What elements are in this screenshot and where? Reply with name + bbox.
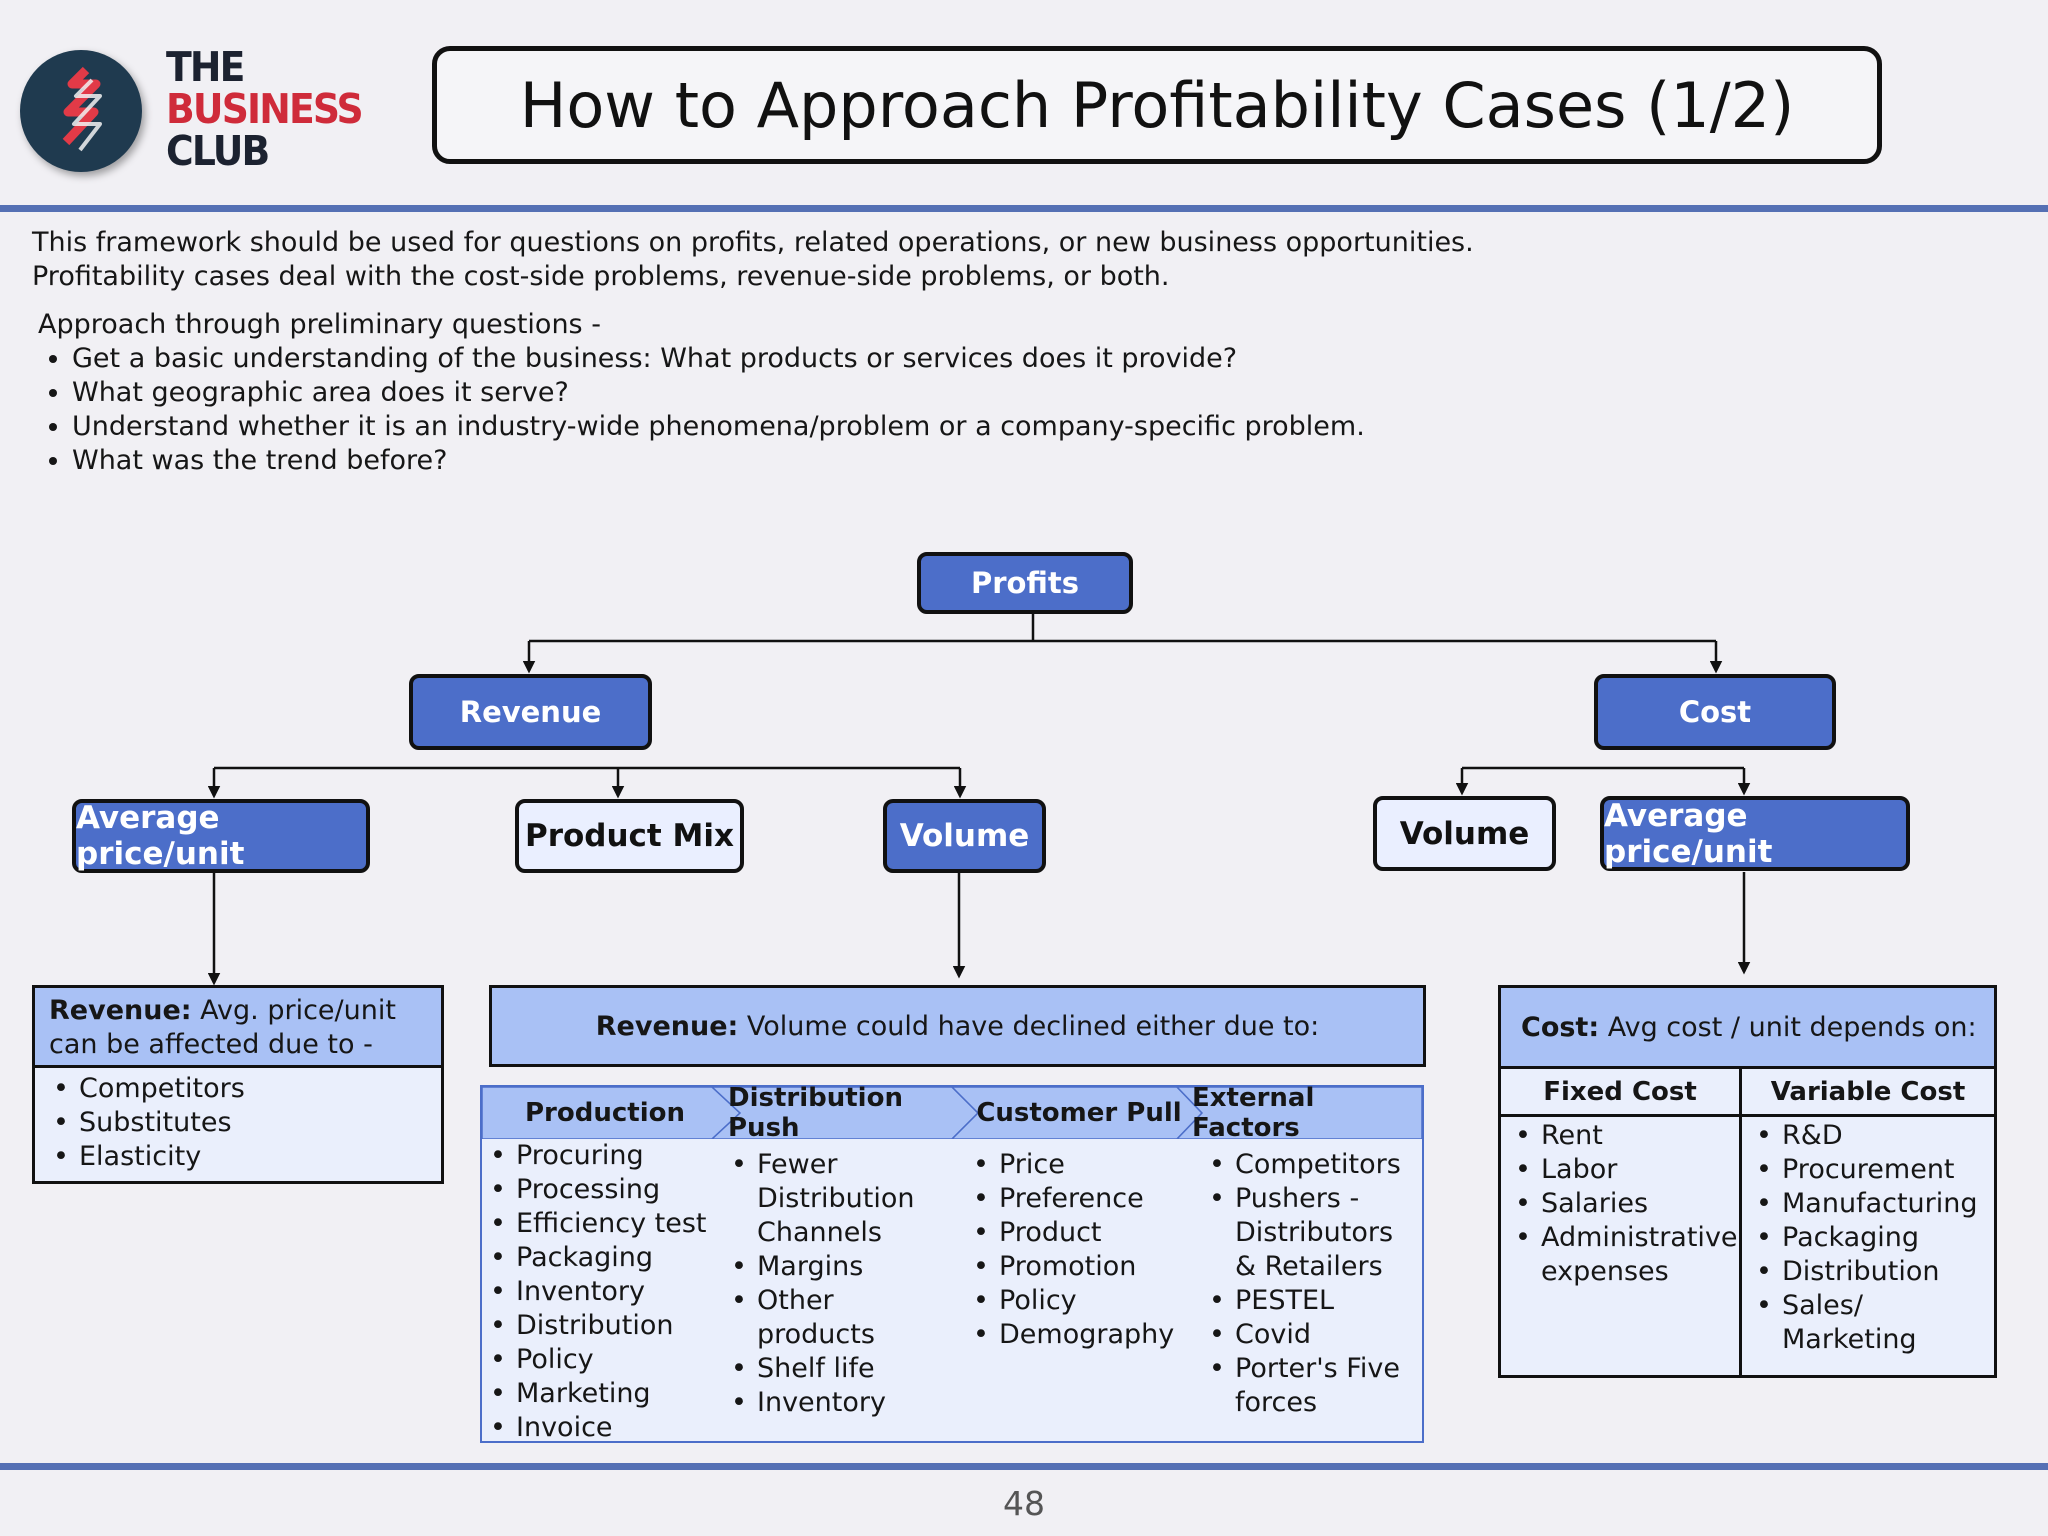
brand-wordmark: THE BUSINESS CLUB — [166, 43, 364, 175]
list-item: Promotion — [973, 1250, 1175, 1284]
approach-item: Get a basic understanding of the busines… — [72, 342, 1365, 376]
tab-customer-pull: Customer Pull — [976, 1098, 1182, 1128]
tab-external-factors: External Factors — [1192, 1083, 1315, 1143]
production-column: Procuring Processing Efficiency test Pac… — [482, 1139, 722, 1445]
volume-tabs: Production Distribution Push Customer Pu… — [482, 1083, 1422, 1143]
list-item: Preference — [973, 1182, 1175, 1216]
list-item: Procuring — [490, 1139, 722, 1173]
cost-divider — [1739, 1069, 1742, 1375]
list-item: Covid — [1209, 1318, 1421, 1352]
list-item: Packaging — [1756, 1221, 1994, 1255]
list-item: Shelf life — [731, 1352, 933, 1386]
list-item: Rent — [1515, 1119, 1737, 1153]
price-factors-panel: Revenue: Avg. price/unit can be affected… — [32, 985, 444, 1184]
variable-cost-header: Variable Cost — [1742, 1069, 1994, 1117]
list-item: Distribution — [490, 1309, 722, 1343]
list-item: Other products — [731, 1284, 933, 1352]
revenue-node: Revenue — [409, 674, 652, 750]
list-item: Competitors — [1209, 1148, 1421, 1182]
list-item: Invoice — [490, 1411, 722, 1445]
list-item: Labor — [1515, 1153, 1737, 1187]
list-item: Packaging — [490, 1241, 722, 1275]
cost-volume-node: Volume — [1373, 796, 1556, 871]
distribution-push-column: Fewer Distribution Channels Margins Othe… — [723, 1148, 933, 1420]
list-item: Demography — [973, 1318, 1175, 1352]
approach-item: What was the trend before? — [72, 444, 1365, 478]
approach-heading: Approach through preliminary questions - — [38, 309, 601, 340]
list-item: Inventory — [490, 1275, 722, 1309]
variable-cost-column: R&D Procurement Manufacturing Packaging … — [1742, 1119, 1994, 1357]
fixed-cost-header: Fixed Cost — [1501, 1069, 1739, 1117]
cost-panel-header: Cost: Avg cost / unit depends on: — [1501, 988, 1994, 1069]
list-item: R&D — [1756, 1119, 1994, 1153]
intro-line-2: Profitability cases deal with the cost-s… — [32, 261, 1170, 292]
tab-chevrons — [482, 1087, 1422, 1139]
approach-section: Approach through preliminary questions -… — [38, 308, 1365, 478]
list-item: PESTEL — [1209, 1284, 1421, 1318]
list-item: Pushers - Distributors & Retailers — [1209, 1182, 1421, 1284]
revenue-volume-node: Volume — [883, 799, 1046, 873]
list-item: Price — [973, 1148, 1175, 1182]
volume-panel-header: Revenue: Volume could have declined eith… — [489, 985, 1426, 1067]
list-item: Porter's Five forces — [1209, 1352, 1421, 1420]
brand-logo — [20, 50, 142, 172]
list-item: Sales/ Marketing — [1756, 1289, 1994, 1357]
fixed-cost-column: Rent Labor Salaries Administrative expen… — [1501, 1119, 1738, 1289]
list-item: Salaries — [1515, 1187, 1737, 1221]
list-item: Policy — [973, 1284, 1175, 1318]
price-panel-body: Competitors Substitutes Elasticity — [35, 1068, 441, 1181]
dollar-logo-icon — [62, 66, 102, 152]
title-box: How to Approach Profitability Cases (1/2… — [432, 46, 1882, 164]
list-item: Efficiency test — [490, 1207, 722, 1241]
intro-text: This framework should be used for questi… — [32, 226, 1474, 294]
intro-line-1: This framework should be used for questi… — [32, 227, 1474, 258]
external-factors-column: Competitors Pushers - Distributors & Ret… — [1201, 1148, 1421, 1420]
list-item: Elasticity — [53, 1140, 441, 1174]
cost-node: Cost — [1594, 674, 1836, 750]
tab-distribution-push: Distribution Push — [728, 1083, 903, 1143]
top-rule — [0, 205, 2048, 212]
approach-list: Get a basic understanding of the busines… — [38, 342, 1365, 478]
list-item: Distribution — [1756, 1255, 1994, 1289]
approach-item: Understand whether it is an industry-wid… — [72, 410, 1365, 444]
volume-factors-table: Production Distribution Push Customer Pu… — [480, 1083, 1424, 1445]
list-item: Procurement — [1756, 1153, 1994, 1187]
price-panel-header: Revenue: Avg. price/unit can be affected… — [35, 988, 441, 1068]
revenue-avg-price-node: Average price/unit — [72, 799, 370, 873]
list-item: Margins — [731, 1250, 933, 1284]
bottom-rule — [0, 1463, 2048, 1470]
list-item: Marketing — [490, 1377, 722, 1411]
profits-node: Profits — [917, 552, 1133, 614]
product-mix-node: Product Mix — [515, 799, 744, 873]
page-number: 48 — [1003, 1484, 1045, 1523]
list-item: Fewer Distribution Channels — [731, 1148, 933, 1250]
brand-line-3: CLUB — [166, 127, 270, 175]
approach-item: What geographic area does it serve? — [72, 376, 1365, 410]
customer-pull-column: Price Preference Product Promotion Polic… — [965, 1148, 1175, 1352]
page-title: How to Approach Profitability Cases (1/2… — [519, 68, 1795, 142]
list-item: Manufacturing — [1756, 1187, 1994, 1221]
list-item: Substitutes — [53, 1106, 441, 1140]
cost-avg-price-node: Average price/unit — [1600, 796, 1910, 871]
list-item: Processing — [490, 1173, 722, 1207]
cost-factors-panel: Cost: Avg cost / unit depends on: Fixed … — [1498, 985, 1997, 1378]
list-item: Policy — [490, 1343, 722, 1377]
list-item: Inventory — [731, 1386, 933, 1420]
tab-production: Production — [525, 1098, 685, 1128]
list-item: Administrative expenses — [1515, 1221, 1738, 1289]
list-item: Competitors — [53, 1072, 441, 1106]
brand-line-2: BUSINESS — [166, 85, 364, 133]
cost-panel-body: Fixed Cost Variable Cost Rent Labor Sala… — [1501, 1069, 1994, 1375]
list-item: Product — [973, 1216, 1175, 1250]
brand-line-1: THE — [166, 43, 245, 91]
